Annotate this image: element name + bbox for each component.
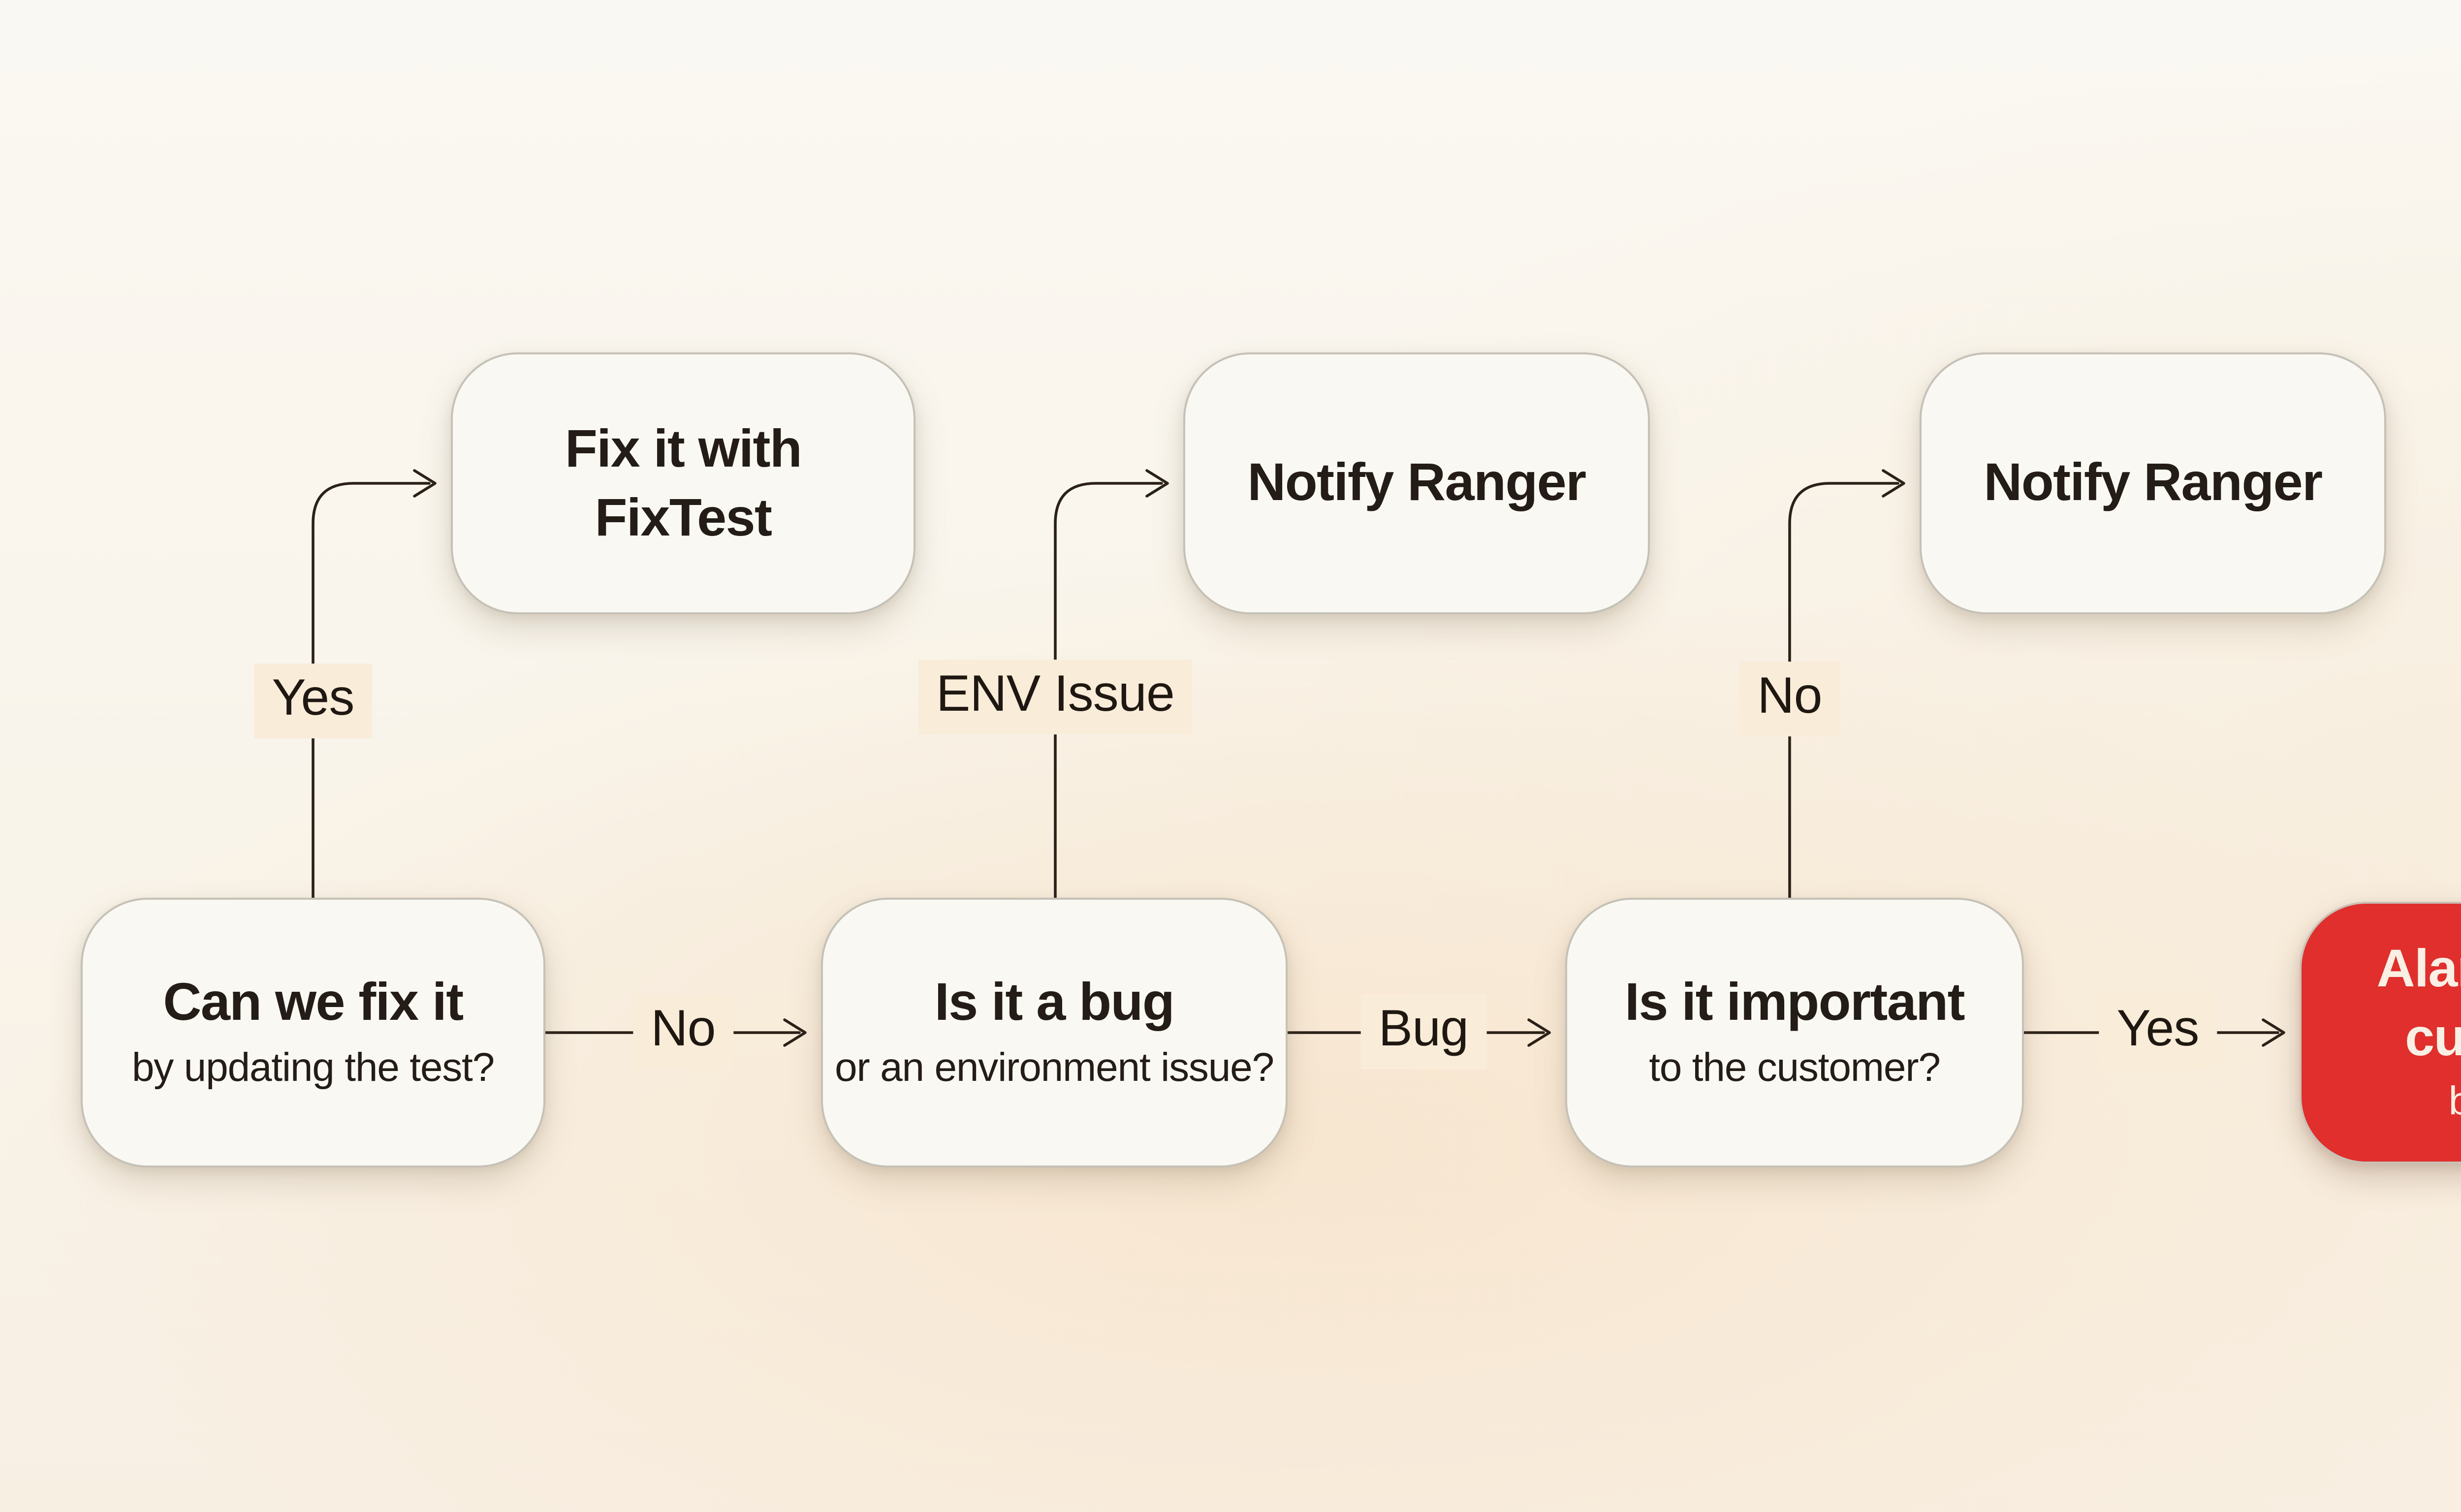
node-title: FixTest — [595, 487, 773, 546]
node-is-it-a-bug: Is it a bug or an environment issue? — [821, 898, 1288, 1167]
edge-label-yes-fixtest: Yes — [254, 663, 372, 738]
edge-label-no-ranger: No — [1739, 662, 1840, 736]
edge-no-to-ranger — [1788, 469, 1905, 899]
edge-label-yes-alarm: Yes — [2099, 994, 2217, 1069]
node-notify-ranger-no: Notify Ranger — [1920, 352, 2386, 614]
edge-yes-to-fixtest — [312, 469, 437, 899]
edge-label-env-issue: ENV Issue — [918, 660, 1193, 734]
node-title: customer, — [2405, 1007, 2461, 1067]
node-title: Is it a bug — [934, 973, 1175, 1033]
edge-label-bug: Bug — [1360, 994, 1486, 1069]
node-subtitle: or an environment issue? — [835, 1045, 1274, 1091]
edge-env-to-ranger — [1054, 469, 1169, 899]
node-notify-ranger-env: Notify Ranger — [1183, 352, 1650, 614]
node-is-it-important: Is it important to the customer? — [1565, 898, 2024, 1167]
edge-label-no-bug: No — [633, 994, 733, 1069]
node-alarm-to-customer: Alarm to the customer, block PR — [2300, 902, 2461, 1164]
node-title: Is it important — [1624, 973, 1965, 1033]
node-title: Can we fix it — [163, 973, 464, 1033]
node-title: Notify Ranger — [1984, 453, 2323, 512]
node-subtitle: to the customer? — [1649, 1045, 1941, 1091]
node-title: Notify Ranger — [1247, 453, 1586, 512]
node-title: Alarm to the — [2376, 939, 2461, 999]
node-title: Fix it with — [565, 419, 802, 478]
node-subtitle: by updating the test? — [131, 1045, 495, 1091]
node-can-we-fix-it: Can we fix it by updating the test? — [81, 898, 545, 1167]
node-subtitle: block PR — [2449, 1077, 2461, 1130]
node-fix-it-with-fixtest: Fix it with FixTest — [451, 352, 915, 614]
